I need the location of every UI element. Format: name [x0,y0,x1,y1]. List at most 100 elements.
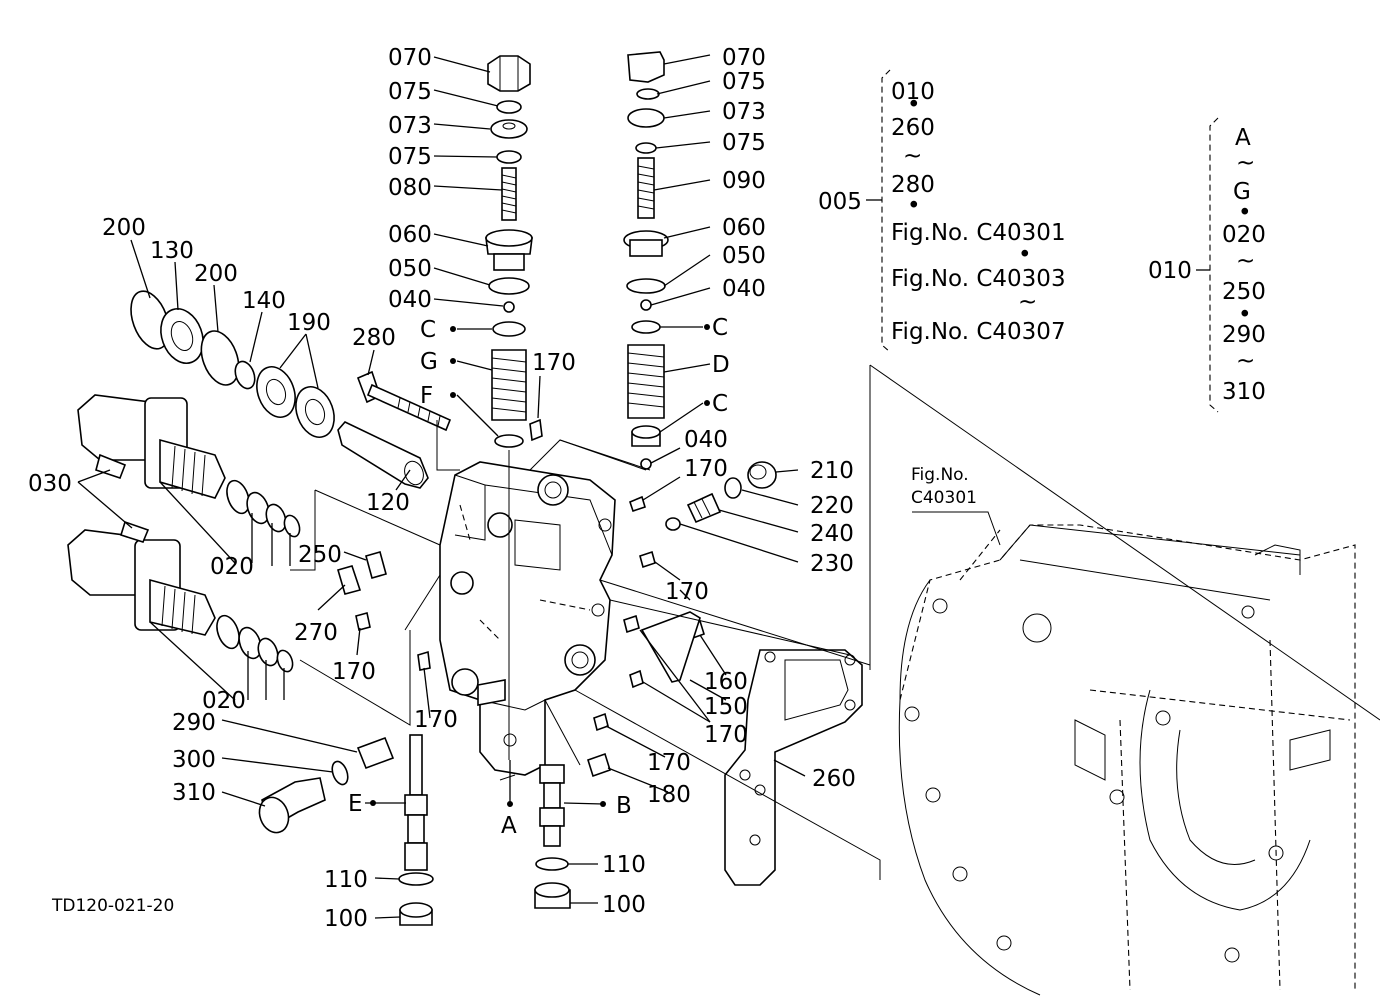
label-130: 130 [150,238,194,264]
transmission-case [869,364,1380,996]
label-050: 050 [388,256,432,282]
label-100: 100 [324,906,368,932]
label-075: 075 [722,69,766,95]
valve-body [439,461,616,776]
group-005-item: ~ [903,143,922,169]
group-010-item: G [1233,179,1251,205]
label-005: 005 [818,189,862,215]
label-073: 073 [388,113,432,139]
label-250: 250 [298,542,342,568]
label-170: 170 [647,750,691,776]
right-valve-stack [529,51,669,471]
label-g: G [420,349,438,375]
label-110: 110 [324,867,368,893]
label-170: 170 [665,579,709,605]
figure-reference: Fig.No. C40301 [911,465,977,508]
label-260: 260 [812,766,856,792]
label-160: 160 [704,669,748,695]
shaft-120 [337,421,429,489]
group-005-item: Fig.No. C40303 [891,266,1066,292]
label-220: 220 [810,493,854,519]
label-240: 240 [810,521,854,547]
group-005-item: 280 [891,172,935,198]
group-010-item: ~ [1236,150,1255,176]
group-005-item: • [907,193,921,219]
label-170: 170 [684,456,728,482]
label-c: C [712,315,728,341]
group-010-item: 020 [1222,222,1266,248]
solenoid-valve-upper [77,394,226,499]
group-010-list: A ~ G • 020 ~ 250 • 290 ~ 310 [1222,125,1266,405]
left-valve-stack [485,55,533,760]
small-parts [258,418,777,834]
group-010-item: • [1238,200,1252,226]
label-070: 070 [388,45,432,71]
bracket-005 [866,69,891,353]
label-310: 310 [172,780,216,806]
label-050: 050 [722,243,766,269]
label-d: D [712,352,730,378]
label-060: 060 [388,222,432,248]
group-005-item: • [907,92,921,118]
label-140: 140 [242,288,286,314]
label-020: 020 [202,688,246,714]
group-005-item: ~ [1018,289,1037,315]
group-010-item: • [1238,302,1252,328]
label-040: 040 [684,427,728,453]
group-010-item: 250 [1222,279,1266,305]
group-005-list: 010 • 260 ~ 280 • Fig.No. C40301 • Fig.N… [891,79,1066,345]
label-030: 030 [28,471,72,497]
label-060: 060 [722,215,766,241]
group-005-item: Fig.No. C40307 [891,319,1066,345]
label-073: 073 [722,99,766,125]
group-010-item: ~ [1236,248,1255,274]
label-170: 170 [414,707,458,733]
part-labels: 070 075 073 075 080 060 050 040 C G F 07… [28,45,1192,932]
label-190: 190 [287,310,331,336]
spool-e [398,734,434,926]
label-150: 150 [704,694,748,720]
group-005-item: 010 [891,79,935,105]
label-075: 075 [722,130,766,156]
label-210: 210 [810,458,854,484]
o-rings-020 [216,479,301,673]
label-070: 070 [722,45,766,71]
bracket-010 [1196,117,1219,413]
group-005-item: Fig.No. C40301 [891,220,1066,246]
label-270: 270 [294,620,338,646]
solenoid-valve-lower [67,520,216,636]
bolt-280 [356,370,452,432]
reference-line-2: C40301 [911,488,977,508]
label-040: 040 [722,276,766,302]
label-c: C [420,317,436,343]
label-290: 290 [172,710,216,736]
label-170: 170 [532,350,576,376]
group-010-item: 290 [1222,322,1266,348]
label-075: 075 [388,79,432,105]
label-300: 300 [172,747,216,773]
label-b: B [616,793,632,819]
label-c: C [712,391,728,417]
label-110: 110 [602,852,646,878]
leader-lines [77,54,1001,919]
label-120: 120 [366,490,410,516]
gasket-260 [724,649,863,886]
label-090: 090 [722,168,766,194]
group-010-item: ~ [1236,348,1255,374]
label-230: 230 [810,551,854,577]
group-010-item: A [1235,125,1251,151]
label-180: 180 [647,782,691,808]
label-280: 280 [352,325,396,351]
label-f: F [420,383,433,409]
label-a: A [501,813,517,839]
label-040: 040 [388,287,432,313]
label-e: E [348,791,363,817]
label-200: 200 [194,261,238,287]
group-005-item: • [1018,242,1032,268]
bearing-group [130,290,335,438]
label-020: 020 [210,554,254,580]
label-080: 080 [388,175,432,201]
label-170: 170 [704,722,748,748]
label-170: 170 [332,659,376,685]
